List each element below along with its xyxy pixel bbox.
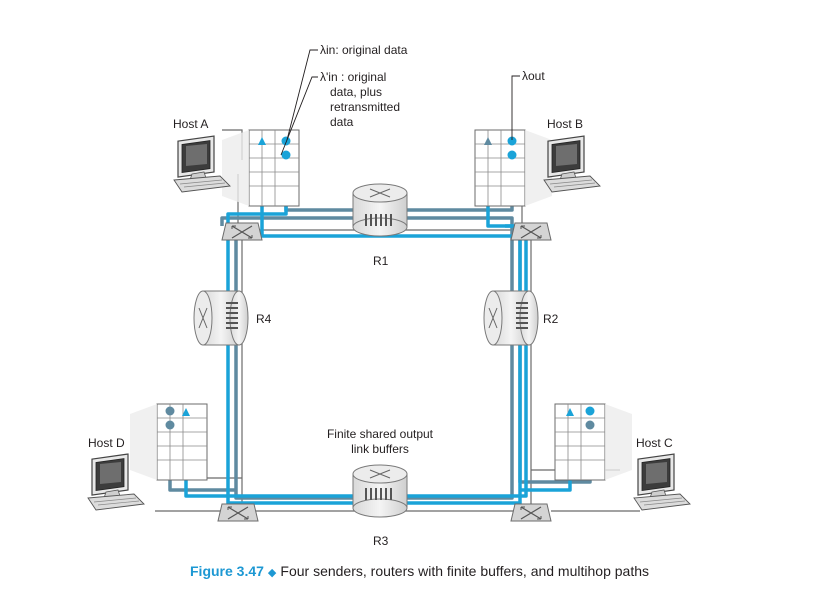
figure-number: Figure 3.47 <box>190 563 264 579</box>
host-b-buffer <box>474 129 526 207</box>
lambda-out-label: λout <box>522 69 545 83</box>
switch-top-left-icon <box>221 222 263 241</box>
host-b-panel <box>525 130 552 206</box>
host-b-label: Host B <box>547 117 583 131</box>
router-r3-label: R3 <box>373 534 389 548</box>
router-r3-icon <box>352 464 408 518</box>
host-a-panel <box>222 130 249 206</box>
figure-caption-text: Four senders, routers with finite buffer… <box>280 563 649 579</box>
lambda-in-prime-label-line1: λ'in : original <box>320 70 386 84</box>
host-c-label: Host C <box>636 436 673 450</box>
annotation-leaders <box>280 49 520 156</box>
host-a-label: Host A <box>173 117 208 131</box>
router-r1-icon <box>352 183 408 237</box>
host-c-computer-icon <box>633 453 691 511</box>
diamond-icon: ◆ <box>267 567 277 579</box>
router-r2-icon <box>483 290 539 346</box>
lambda-in-label: λin: original data <box>320 43 408 57</box>
host-a-buffer <box>248 129 300 207</box>
figure-caption: Figure 3.47◆Four senders, routers with f… <box>190 563 649 579</box>
lambda-in-prime-label-line4: data <box>330 115 354 129</box>
host-c-buffer <box>554 403 606 481</box>
host-a-computer-icon <box>173 135 231 193</box>
buffers-label-line1: Finite shared output <box>327 427 434 441</box>
router-r2-label: R2 <box>543 312 559 326</box>
lambda-in-prime-label-line3: retransmitted <box>330 100 400 114</box>
host-d-buffer <box>156 403 208 481</box>
switch-bottom-right-icon <box>510 503 552 522</box>
host-d-label: Host D <box>88 436 125 450</box>
router-r4-icon <box>193 290 249 346</box>
switch-top-right-icon <box>510 222 552 241</box>
buffers-label-line2: link buffers <box>351 442 409 456</box>
host-b-computer-icon <box>543 135 601 193</box>
host-c-panel <box>605 404 632 480</box>
lambda-in-prime-label-line2: data, plus <box>330 85 382 99</box>
router-r1-label: R1 <box>373 254 389 268</box>
host-d-panel <box>130 404 157 480</box>
router-r4-label: R4 <box>256 312 272 326</box>
switch-bottom-left-icon <box>217 503 259 522</box>
